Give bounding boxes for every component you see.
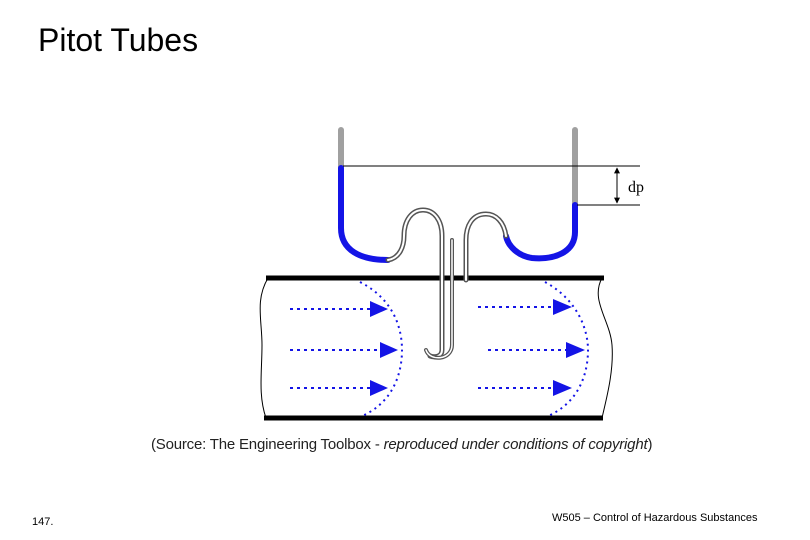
slide-number: 147. xyxy=(32,516,54,528)
course-footer: W505 – Control of Hazardous Substances xyxy=(552,512,758,524)
flow-arrowheads-left xyxy=(370,301,398,396)
dp-indicator xyxy=(343,165,640,206)
flow-arrowheads-right xyxy=(553,299,585,396)
flow-arrows-left xyxy=(290,308,382,389)
page-title: Pitot Tubes xyxy=(38,22,199,58)
velocity-profile xyxy=(359,281,590,417)
pipe-body xyxy=(259,277,613,419)
source-caption: (Source: The Engineering Toolbox - repro… xyxy=(151,436,653,453)
flow-arrows-right xyxy=(478,306,568,389)
manometer-tubes xyxy=(338,127,578,360)
dp-label: dp xyxy=(628,179,644,196)
